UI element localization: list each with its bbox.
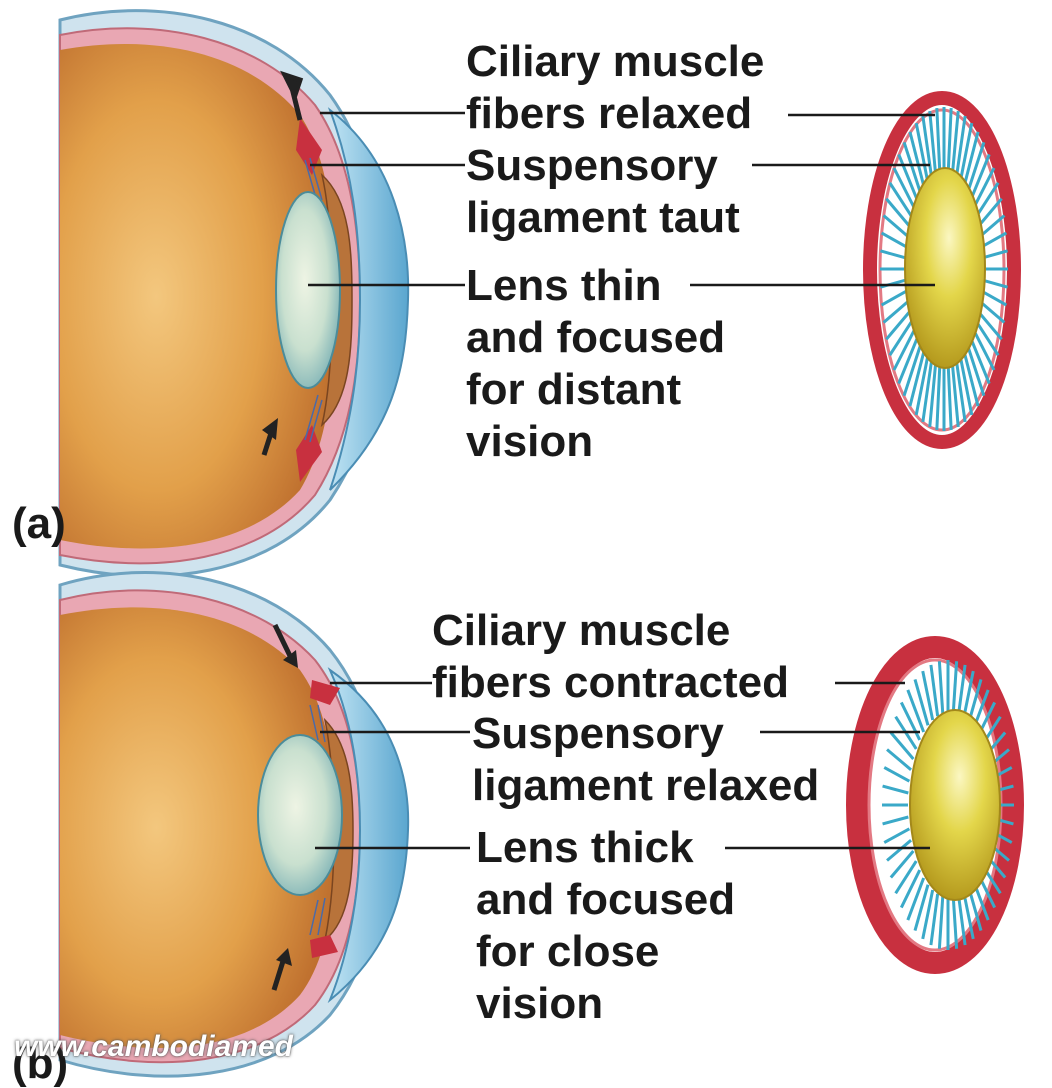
- label-line: for distant: [466, 364, 725, 416]
- ligament-fiber: [953, 661, 956, 714]
- ligament-fiber: [948, 108, 951, 172]
- label-line: ligament relaxed: [472, 760, 819, 812]
- label-line: and focused: [466, 312, 725, 364]
- label-ciliary-muscle-b: Ciliary muscle fibers contracted: [432, 605, 789, 709]
- ligament-fiber: [884, 767, 909, 781]
- lens-front-view-close: [857, 647, 1014, 963]
- lens-front-thick: [910, 710, 1000, 900]
- label-line: ligament taut: [466, 192, 740, 244]
- label-line: Suspensory: [466, 140, 740, 192]
- ligament-fiber: [937, 366, 940, 430]
- label-suspensory-ligament-a: Suspensory ligament taut: [466, 140, 740, 244]
- ligament-fiber: [931, 665, 938, 716]
- label-line: Ciliary muscle: [466, 36, 764, 88]
- label-line: Lens thick: [476, 822, 735, 874]
- label-lens-b: Lens thick and focused for close vision: [476, 822, 735, 1030]
- label-line: Lens thin: [466, 260, 725, 312]
- ligament-fiber: [896, 861, 917, 893]
- ligament-fiber: [953, 896, 956, 949]
- label-ciliary-muscle-a: Ciliary muscle fibers relaxed: [466, 36, 764, 140]
- ligament-fiber: [880, 251, 906, 258]
- eye-cross-section-close: [60, 573, 408, 1077]
- label-line: and focused: [476, 874, 735, 926]
- ligament-fiber: [937, 108, 940, 172]
- ligament-fiber: [948, 366, 951, 430]
- label-line: fibers relaxed: [466, 88, 764, 140]
- lens-thick: [258, 735, 342, 895]
- ligament-fiber: [883, 786, 909, 793]
- label-line: for close: [476, 926, 735, 978]
- eye-cross-section-distant: [60, 11, 408, 577]
- ligament-fiber: [882, 291, 907, 305]
- lens-thin: [276, 192, 340, 388]
- label-line: fibers contracted: [432, 657, 789, 709]
- ligament-fiber: [882, 233, 907, 247]
- ligament-fiber: [939, 661, 942, 714]
- label-line: Ciliary muscle: [432, 605, 789, 657]
- label-line: vision: [466, 416, 725, 468]
- watermark: www.cambodiamed: [14, 1030, 293, 1064]
- label-suspensory-ligament-b: Suspensory ligament relaxed: [472, 708, 819, 812]
- label-lens-a: Lens thin and focused for distant vision: [466, 260, 725, 468]
- label-line: Suspensory: [472, 708, 819, 760]
- ligament-fiber: [901, 702, 919, 739]
- lens-front-view-distant: [870, 98, 1014, 442]
- lens-front-thin: [905, 168, 985, 368]
- ligament-fiber: [883, 817, 909, 824]
- ligament-fiber: [884, 829, 909, 843]
- ligament-fiber: [939, 896, 942, 949]
- ligament-fiber: [901, 870, 919, 907]
- label-line: vision: [476, 978, 735, 1030]
- panel-tag-a: (a): [12, 500, 66, 548]
- ligament-fiber: [931, 894, 938, 945]
